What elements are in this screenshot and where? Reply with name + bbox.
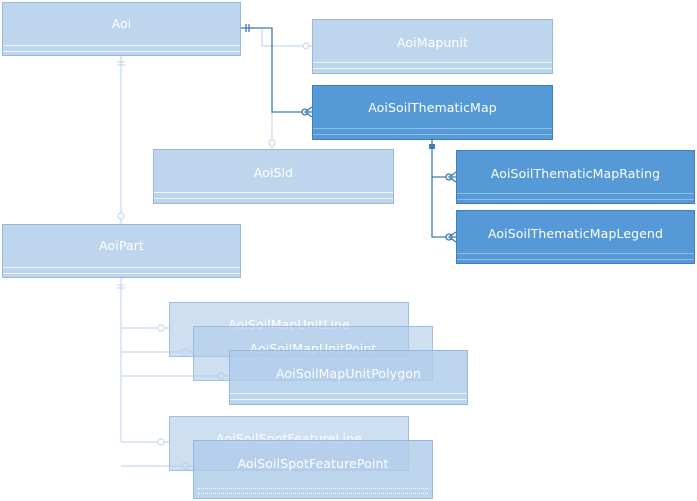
entity-aoipart-title: AoiPart bbox=[99, 237, 144, 253]
entity-aoisoilthematicmap[interactable]: AoiSoilThematicMap bbox=[312, 85, 553, 140]
entity-aoisoilthematicmap-title: AoiSoilThematicMap bbox=[368, 99, 497, 115]
entity-divider bbox=[313, 134, 552, 135]
entity-aoimapunit[interactable]: AoiMapunit bbox=[312, 19, 553, 74]
entity-aoi[interactable]: Aoi bbox=[2, 2, 241, 56]
entity-divider bbox=[313, 128, 552, 129]
entity-aoisoilspotfeaturepoint-title: AoiSoilSpotFeaturePoint bbox=[237, 455, 389, 471]
entity-divider bbox=[198, 493, 428, 494]
entity-divider bbox=[313, 68, 552, 69]
entity-aoisoilthematicmaprating-title: AoiSoilThematicMapRating bbox=[490, 165, 661, 181]
entity-aoisoilthematicmaplegend-title: AoiSoilThematicMapLegend bbox=[487, 225, 663, 241]
entity-divider bbox=[3, 45, 240, 46]
entity-divider bbox=[457, 193, 694, 194]
entity-aoipart[interactable]: AoiPart bbox=[2, 224, 241, 278]
entity-divider bbox=[457, 199, 694, 200]
entity-aoisld-title: AoiSld bbox=[253, 164, 294, 180]
entity-divider bbox=[457, 253, 694, 254]
entity-aoimapunit-title: AoiMapunit bbox=[396, 34, 469, 50]
connector-aoi-aoisld bbox=[262, 45, 273, 149]
entity-divider bbox=[230, 399, 467, 400]
entity-aoisoilmapunitpolygon[interactable]: AoiSoilMapUnitPolygon bbox=[229, 350, 468, 405]
entity-divider bbox=[3, 51, 240, 52]
entity-aoisoilmapunitpolygon-title: AoiSoilMapUnitPolygon bbox=[275, 365, 422, 381]
connector-aoisoilthematicmap-children bbox=[431, 140, 456, 238]
entity-aoisoilthematicmaplegend[interactable]: AoiSoilThematicMapLegend bbox=[456, 210, 695, 264]
connector-aoi-aoimapunit bbox=[241, 27, 312, 47]
entity-aoisoilspotfeaturepoint[interactable]: AoiSoilSpotFeaturePoint bbox=[193, 440, 433, 499]
entity-divider bbox=[154, 198, 393, 199]
entity-aoisoilthematicmaprating[interactable]: AoiSoilThematicMapRating bbox=[456, 150, 695, 204]
entity-aoi-title: Aoi bbox=[111, 15, 132, 31]
entity-aoisld[interactable]: AoiSld bbox=[153, 149, 394, 204]
entity-divider bbox=[3, 273, 240, 274]
connector-aoi-aoisoilthematicmap bbox=[241, 27, 312, 113]
entity-divider bbox=[154, 192, 393, 193]
entity-divider bbox=[457, 259, 694, 260]
entity-divider bbox=[313, 62, 552, 63]
entity-divider bbox=[3, 267, 240, 268]
entity-divider bbox=[198, 488, 428, 489]
entity-divider bbox=[230, 393, 467, 394]
